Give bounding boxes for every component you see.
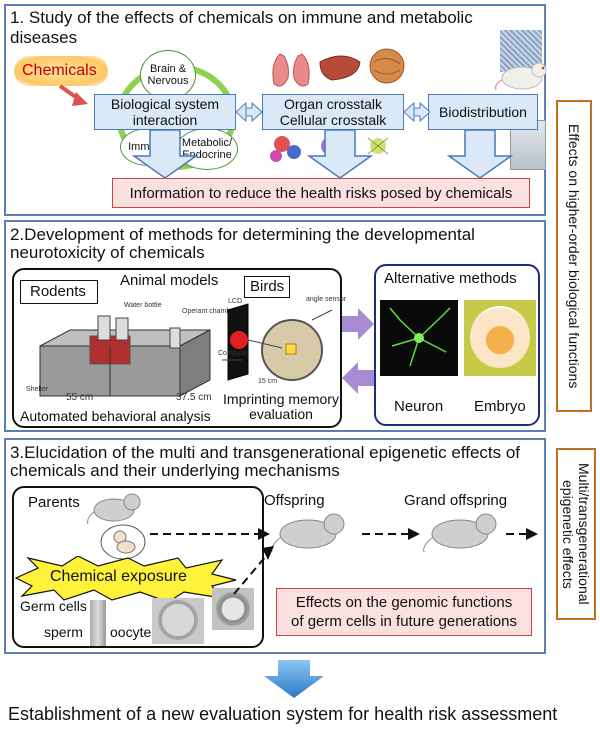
organ-images [272, 48, 405, 87]
bird-apparatus [222, 303, 333, 381]
bottom-arrow [264, 660, 324, 698]
effects-label: Effects on the genomic functions of germ… [291, 594, 517, 630]
chemicals-label: Chemicals [22, 62, 97, 79]
embryo-disc [470, 306, 530, 368]
oocyte-cell [158, 600, 198, 640]
double-arrows [236, 101, 430, 123]
chem-exposure-label: Chemical exposure [50, 568, 187, 585]
germ-label: Germ cells [20, 598, 87, 614]
info-box: Information to reduce the health risks p… [112, 178, 530, 208]
dashed-arrows [150, 528, 538, 595]
exposure-burst [14, 556, 237, 602]
embryo-label: Embryo [474, 398, 526, 415]
higher-order-box: Effects on higher-order biological funct… [556, 100, 592, 412]
effects-box: Effects on the genomic functions of germ… [276, 588, 532, 636]
section3-title: 3.Elucidation of the multi and transgene… [10, 443, 521, 480]
brain-circle-top: Brain & Nervous [140, 50, 196, 100]
sperm-label: sperm [44, 624, 83, 640]
dim3-label: 15 cm [258, 378, 278, 385]
rodents-box [20, 280, 98, 304]
computer-label: Computer [218, 350, 249, 357]
imprinting-label: Imprinting memory evaluation [223, 391, 339, 422]
rodent-apparatus [39, 315, 211, 397]
info-label: Information to reduce the health risks p… [129, 184, 513, 202]
higher-order-label: Effects on higher-order biological funct… [566, 123, 582, 389]
epigenetic-label: Multi/transgenerational epigenetic effec… [560, 463, 592, 605]
grand-mouse [423, 513, 497, 553]
shelter-label: Shelter [26, 386, 49, 393]
automated-label: Automated behavioral analysis [20, 408, 211, 424]
biodistribution-box: Biodistribution [428, 94, 538, 130]
organ-crosstalk-box: Organ crosstalk Cellular crosstalk [262, 94, 404, 130]
embryo-cells [216, 592, 250, 626]
offspring-label: Offspring [264, 492, 325, 509]
oocyte-label: oocyte [110, 624, 152, 640]
dim1-label: 55 cm [66, 392, 94, 403]
birds-label: Birds [250, 278, 285, 295]
alternative-label: Alternative methods [384, 270, 517, 287]
operant-chamber-label: Operant chamber [182, 308, 237, 315]
section1-title: 1. Study of the effects of chemicals on … [10, 8, 473, 47]
chemicals-badge [14, 56, 108, 86]
bio-system-box: Biological system interaction [94, 94, 236, 130]
lcd-label: LCD [228, 298, 243, 305]
offspring-mouse [271, 513, 345, 553]
metabolic-label: Metabolic/ Endocrine [181, 137, 233, 161]
biodistribution-label: Biodistribution [439, 104, 527, 120]
epigenetic-box: Multi/transgenerational epigenetic effec… [556, 448, 596, 620]
fetus-drawing [100, 524, 146, 560]
section2-title: 2.Development of methods for determining… [10, 225, 475, 262]
water-bottle-label: Water bottle [124, 302, 162, 309]
parents-label: Parents [28, 494, 80, 511]
bottom-statement: Establishment of a new evaluation system… [8, 704, 558, 724]
grand-label: Grand offspring [404, 492, 508, 509]
angle-sensor-label: angle sensor [306, 296, 347, 303]
mouse-image [494, 62, 547, 91]
down-arrows [131, 130, 514, 179]
neuron-label: Neuron [394, 398, 444, 415]
neuron-drawing [389, 307, 451, 367]
parent-mouse [87, 493, 141, 525]
bio-system-label: Biological system interaction [110, 96, 220, 128]
chemicals-arrow [58, 84, 88, 106]
purple-arrows [342, 308, 374, 394]
brain-label-top: Brain & Nervous [147, 63, 189, 87]
animal-models-label: Animal models [120, 272, 219, 289]
birds-box [244, 276, 290, 298]
rodents-label: Rodents [30, 283, 86, 300]
organ-crosstalk-label: Organ crosstalk Cellular crosstalk [279, 96, 387, 128]
sperm-image [90, 600, 106, 646]
dim2-label: 37.5 cm [176, 392, 212, 403]
